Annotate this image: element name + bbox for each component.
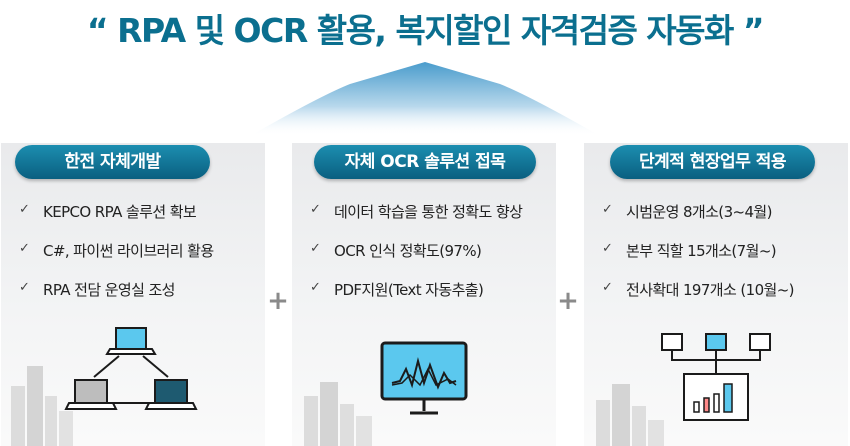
panel-heading-pill: 한전 자체개발 (15, 145, 210, 179)
check-icon: ✓ (19, 280, 30, 295)
check-icon: ✓ (310, 241, 321, 256)
list-item: ✓시범운영 8개소(3~4월) (602, 202, 772, 221)
monitor-waveform-icon (380, 341, 468, 415)
buildings-background-icon (11, 366, 73, 446)
hierarchy-chart-icon (661, 333, 771, 421)
up-arrow-graphic (250, 62, 600, 136)
list-item: ✓C#, 파이썬 라이브러리 활용 (19, 241, 214, 260)
check-icon: ✓ (602, 241, 613, 256)
check-icon: ✓ (19, 241, 30, 256)
list-item: ✓PDF지원(Text 자동추출) (310, 280, 484, 299)
check-icon: ✓ (602, 280, 613, 295)
buildings-background-icon (596, 384, 664, 446)
list-item: ✓전사확대 197개소 (10월~) (602, 280, 795, 299)
check-icon: ✓ (602, 202, 613, 217)
page-title: “ RPA 및 OCR 활용, 복지할인 자격검증 자동화 ” (86, 11, 765, 50)
network-computers-icon (64, 327, 198, 410)
list-item: ✓RPA 전담 운영실 조성 (19, 280, 175, 299)
panel-phased-application: 단계적 현장업무 적용 ✓시범운영 8개소(3~4월) ✓본부 직할 15개소(… (584, 143, 848, 446)
list-item: ✓OCR 인식 정확도(97%) (310, 241, 482, 260)
panel-heading-pill: 단계적 현장업무 적용 (610, 145, 815, 179)
panel-ocr-solution: 자체 OCR 솔루션 접목 ✓데이터 학습을 통한 정확도 향상 ✓OCR 인식… (292, 143, 556, 446)
check-icon: ✓ (310, 280, 321, 295)
list-item: ✓데이터 학습을 통한 정확도 향상 (310, 202, 523, 221)
plus-icon: + (267, 286, 289, 316)
check-icon: ✓ (310, 202, 321, 217)
panel-in-house-development: 한전 자체개발 ✓KEPCO RPA 솔루션 확보 ✓C#, 파이썬 라이브러리… (1, 143, 265, 446)
list-item: ✓본부 직할 15개소(7월~) (602, 241, 777, 260)
plus-icon: + (557, 286, 579, 316)
panel-heading-pill: 자체 OCR 솔루션 접목 (314, 145, 536, 179)
check-icon: ✓ (19, 202, 30, 217)
buildings-background-icon (304, 382, 372, 446)
list-item: ✓KEPCO RPA 솔루션 확보 (19, 202, 197, 221)
